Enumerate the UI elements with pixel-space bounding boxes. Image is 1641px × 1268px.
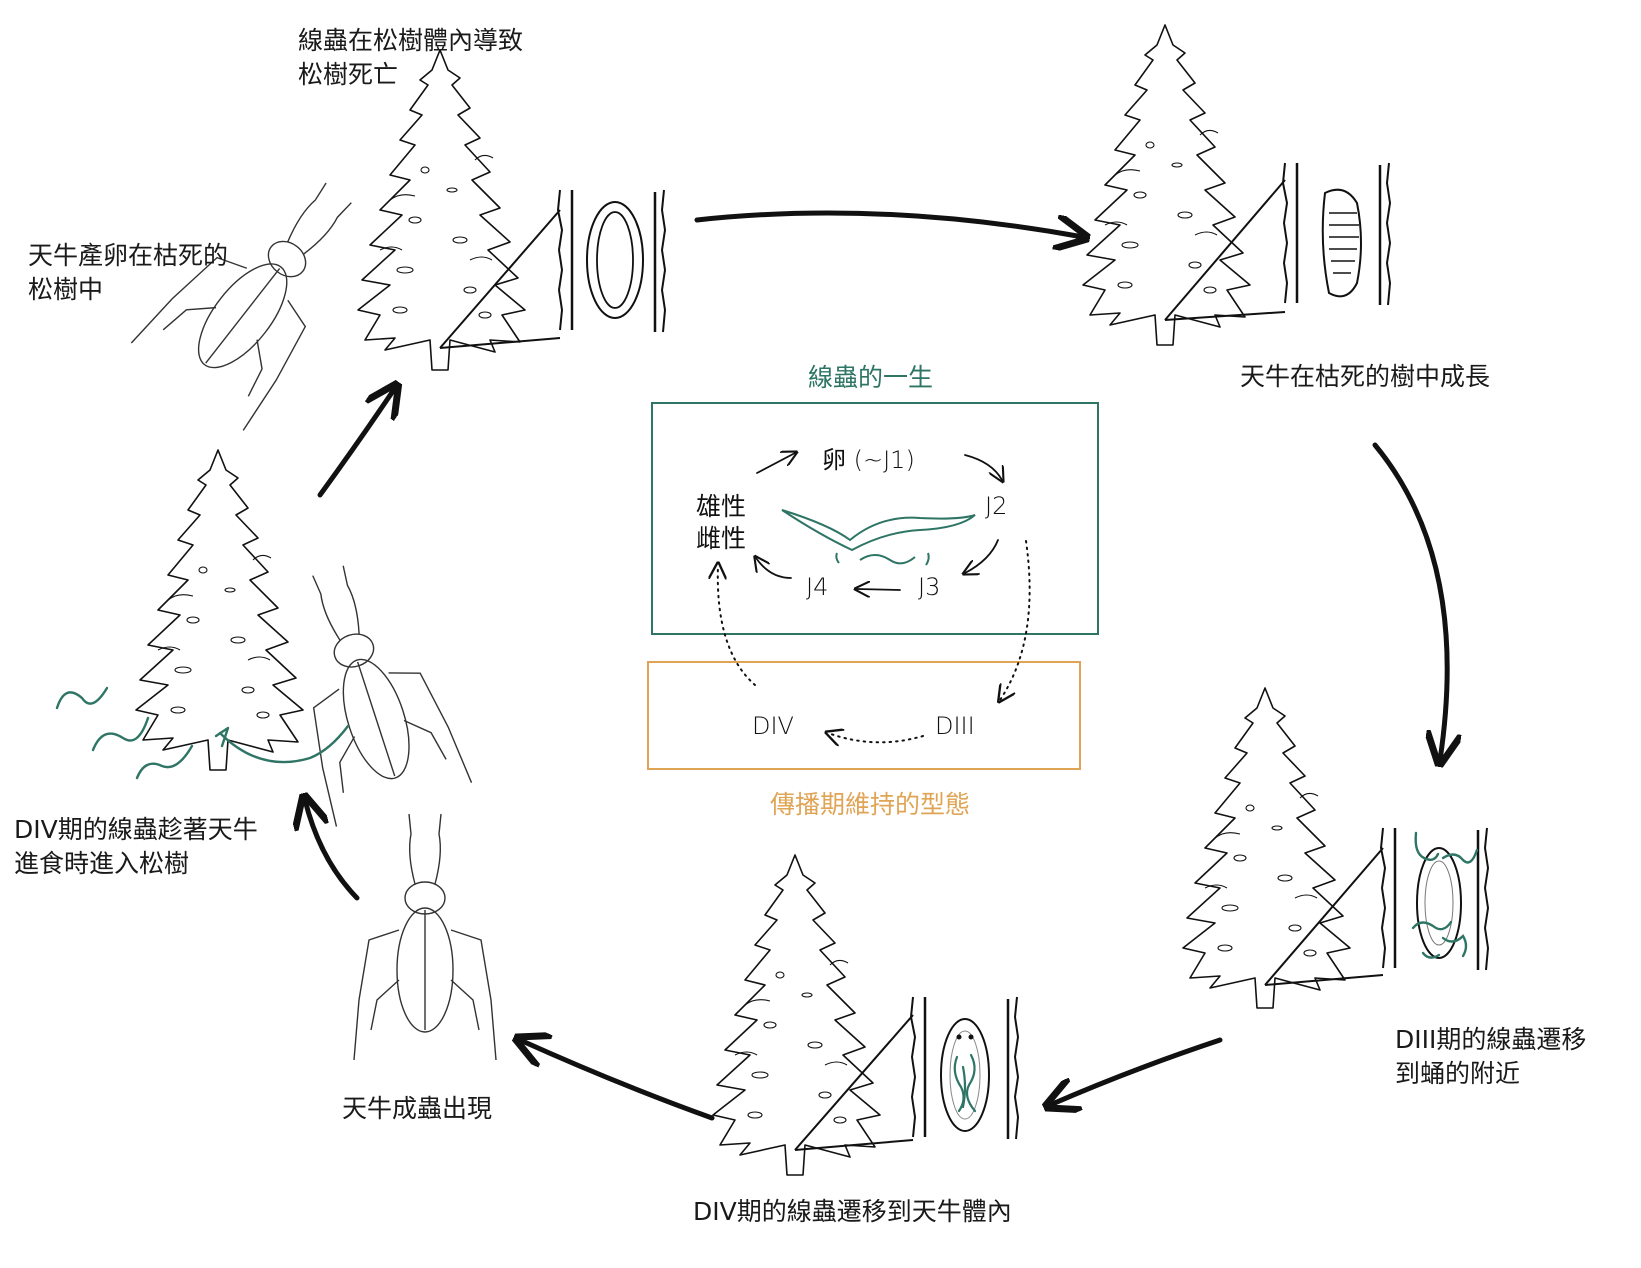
- stage-label-div-enters-pine: DIV期的線蟲趁著天牛 進食時進入松樹: [14, 815, 258, 878]
- stage-label-egg-laying: 天牛產卵在枯死的 松樹中: [28, 241, 229, 304]
- wood-zoom-lines: [1264, 847, 1384, 986]
- stage-egg: 卵 (~J1): [822, 446, 915, 474]
- pupa-with-nematodes-icon: [909, 995, 1020, 1141]
- stage-j2: J2: [985, 492, 1008, 520]
- stage-label-larva-grows: 天牛在枯死的樹中成長: [1240, 362, 1491, 391]
- stage-label-pine-death: 線蟲在松樹體內導致 松樹死亡: [298, 26, 524, 89]
- arrow-j3-to-j4: [857, 589, 901, 590]
- arrow-j4-to-adult: [756, 558, 792, 579]
- lifecycle-title: 線蟲的一生: [808, 363, 934, 392]
- arrow-egg-to-j2: [964, 454, 1002, 480]
- stage-label-adult-emerges: 天牛成蟲出現: [342, 1094, 493, 1123]
- cycle-arrow-icon: [305, 210, 1447, 1121]
- stage-j3: J3: [918, 573, 941, 601]
- dispersal-title: 傳播期維持的型態: [770, 790, 971, 819]
- arrow-div-to-adult: [718, 565, 756, 686]
- stage-adult-female: 雌性: [696, 524, 747, 553]
- nematode-worm-icon: [781, 509, 976, 566]
- egg-in-wood-icon: [556, 188, 667, 334]
- lifecycle-box: [651, 402, 1099, 635]
- arrow-j2-to-j3: [965, 539, 999, 573]
- stage-label-div-enters-beetle: DIV期的線蟲遷移到天牛體內: [693, 1197, 1012, 1226]
- wood-zoom-lines: [1164, 179, 1286, 321]
- arrow-j2-to-diii: [1000, 540, 1031, 700]
- stage-label-diii-migrates: DIII期的線蟲遷移 到蛹的附近: [1395, 1025, 1587, 1088]
- stage-diii: DIII: [935, 712, 975, 740]
- arrow-adult-to-egg: [756, 453, 795, 474]
- nematode-worm-icon: [55, 686, 350, 780]
- stage-div: DIV: [752, 712, 794, 740]
- dispersal-box: [647, 661, 1081, 770]
- wood-zoom-lines: [439, 209, 561, 349]
- pupa-with-nematodes-icon: [1379, 826, 1490, 972]
- stage-adult-male: 雄性: [696, 492, 747, 521]
- stage-j4: J4: [806, 573, 829, 601]
- wood-zoom-lines: [794, 1014, 914, 1151]
- arrow-diii-to-div: [828, 733, 924, 742]
- larva-in-wood-icon: [1281, 161, 1392, 307]
